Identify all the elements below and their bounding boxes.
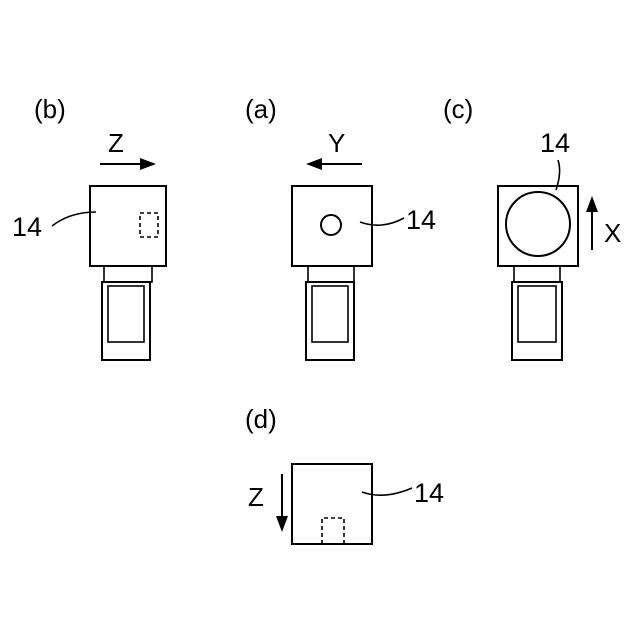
panel-d: (d) Z 14 (245, 404, 444, 544)
panel-b-label: (b) (34, 94, 66, 124)
panel-c-ref-label: 14 (540, 128, 570, 158)
panel-b-neck (104, 266, 152, 282)
panel-a-base-outer (306, 282, 354, 360)
panel-b-base-inner (108, 286, 144, 342)
panel-c-block (498, 186, 578, 266)
panel-c-arrow (586, 196, 598, 250)
panel-d-ref-label: 14 (414, 478, 444, 508)
panel-d-label: (d) (245, 404, 277, 434)
panel-b-ref-label: 14 (12, 212, 42, 242)
panel-a-neck (308, 266, 354, 282)
panel-a-arrow (306, 158, 362, 170)
panel-b: (b) Z 14 (12, 94, 166, 360)
panel-c: (c) 14 X (443, 94, 621, 360)
panel-d-axis-label: Z (248, 482, 264, 512)
panel-d-arrow (276, 474, 288, 532)
panel-a-ref-label: 14 (406, 205, 436, 235)
panel-b-hidden-hole (140, 213, 158, 237)
panel-a-hole (321, 215, 341, 235)
panel-d-hidden-hole (322, 518, 344, 544)
panel-b-block (90, 186, 166, 266)
panel-d-leader (362, 488, 412, 495)
panel-c-base-inner (518, 286, 556, 342)
panel-c-neck (514, 266, 560, 282)
panel-c-hole (506, 192, 570, 256)
panel-c-base-outer (512, 282, 562, 360)
panel-a-label: (a) (245, 94, 277, 124)
panel-b-arrow (100, 158, 156, 170)
panel-a-base-inner (312, 286, 348, 342)
panel-c-axis-label: X (604, 218, 621, 248)
panel-a-axis-label: Y (328, 128, 345, 158)
panel-c-label: (c) (443, 94, 473, 124)
panel-d-block (292, 464, 372, 544)
panel-a-leader (360, 218, 404, 225)
panel-a: (a) Y 14 (245, 94, 436, 360)
panel-b-axis-label: Z (108, 128, 124, 158)
panel-a-block (292, 186, 372, 266)
panel-b-base-outer (102, 282, 150, 360)
